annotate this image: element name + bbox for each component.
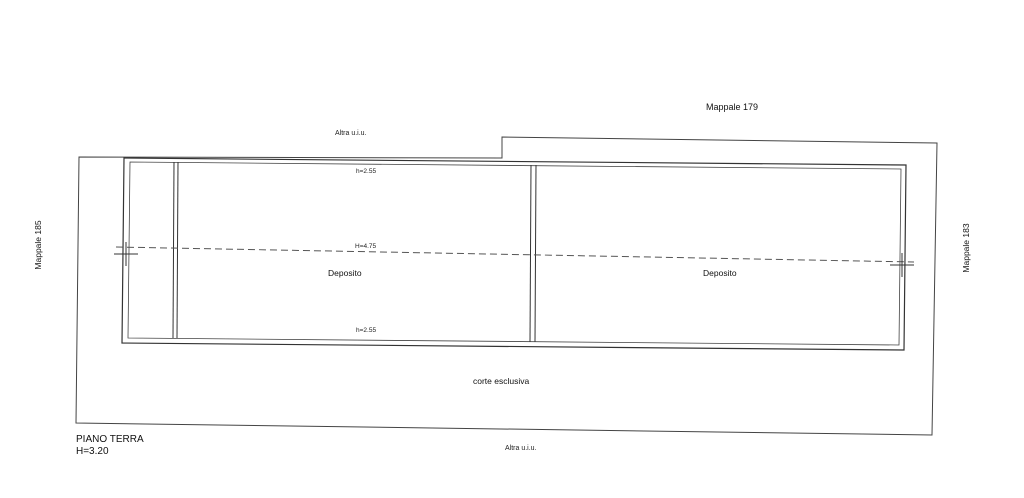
courtyard-label: corte esclusiva: [473, 376, 530, 386]
floor-height: H=3.20: [76, 446, 109, 457]
neighbor-label-bottom: Altra u.i.u.: [505, 445, 537, 452]
floor-name: PIANO TERRA: [76, 434, 144, 445]
partition-wall-1: [172, 161, 175, 339]
neighbor-label-left: Mappale 185: [33, 220, 43, 270]
room-label-left: Deposito: [328, 268, 362, 278]
partition-wall-1b: [176, 161, 179, 339]
building-outer-wall: [121, 157, 907, 351]
height-label-ridge: H=4.75: [355, 243, 377, 250]
neighbor-label-top-right: Mappale 179: [706, 102, 759, 112]
height-label-top: h=2.55: [356, 168, 377, 175]
partition-wall-2: [529, 164, 532, 343]
building-inner-wall: [127, 161, 902, 346]
lot-boundary: [75, 136, 938, 436]
partition-wall-2b: [534, 164, 537, 343]
height-label-bottom: h=2.55: [356, 327, 377, 334]
ridge-section-line: [115, 246, 915, 263]
room-label-right: Deposito: [703, 268, 737, 278]
neighbor-label-right: Mappale 183: [961, 223, 971, 273]
neighbor-label-top: Altra u.i.u.: [335, 130, 367, 137]
